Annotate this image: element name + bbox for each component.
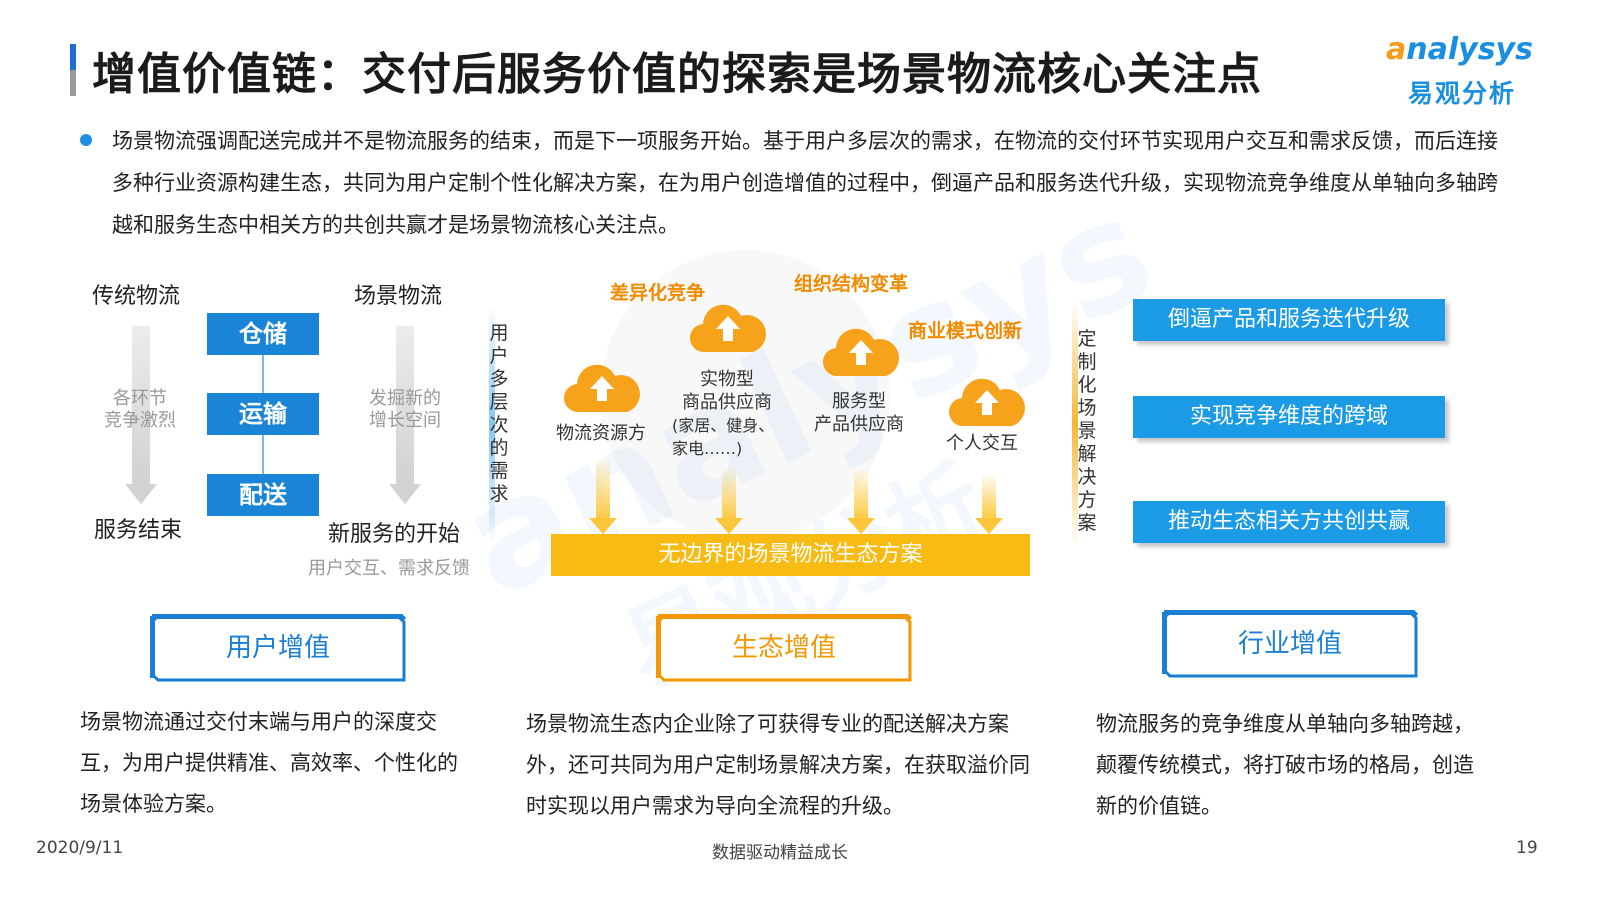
traditional-arrow-shaft [132,326,150,484]
goal-cross-domain: 实现竞争维度的跨域 [1133,396,1445,438]
page-title: 增值价值链：交付后服务价值的探索是场景物流核心关注点 [92,49,1262,100]
user-needs-bar [489,305,495,545]
node-physical-supplier: 实物型 商品供应商 (家居、健身、 家电……) [672,369,775,458]
scene-note: 发掘新的 增长空间 [369,388,441,431]
title-accent-bar-gray [70,70,76,96]
stage-warehouse: 仓储 [207,313,319,355]
yellow-arrow-shaft [722,470,736,518]
tab-ecosystem-value: 生态增值 [656,614,912,682]
yellow-arrow-shaft [982,476,996,518]
yellow-arrow-down-icon [589,518,617,534]
user-value-description: 场景物流通过交付末端与用户的深度交互，为用户提供精准、高效率、个性化的场景体验方… [80,710,458,816]
scene-sub-label: 用户交互、需求反馈 [308,558,470,579]
footer-slogan: 数据驱动精益成长 [712,843,848,863]
scene-arrow-shaft [396,326,414,484]
traditional-note: 各环节 竞争激烈 [104,388,176,431]
scene-end-label: 新服务的开始 [328,522,461,547]
yellow-arrow-down-icon [847,518,875,534]
footer-date: 2020/9/11 [36,838,124,858]
label-business-model: 商业模式创新 [908,320,1023,342]
yellow-arrow-shaft [854,470,868,518]
yellow-arrow-down-icon [975,518,1003,534]
node-service-supplier: 服务型 产品供应商 [814,391,904,435]
label-differentiation: 差异化竞争 [610,282,706,304]
cloud-upload-icon [948,376,1026,428]
footer-page-number: 19 [1516,838,1538,858]
stage-transport: 运输 [207,393,319,435]
scene-logistics-heading: 场景物流 [354,284,443,309]
label-org-change: 组织结构变革 [794,273,909,295]
intro-paragraph: 场景物流强调配送完成并不是物流服务的结束，而是下一项服务开始。基于用户多层次的需… [112,129,1498,237]
analysys-logo: analysys 易观分析 [1386,32,1546,108]
traditional-end-label: 服务结束 [94,518,183,543]
traditional-arrow-down-icon [125,484,157,504]
industry-value-description: 物流服务的竞争维度从单轴向多轴跨越，颠覆传统模式，将打破市场的格局，创造新的价值… [1096,712,1474,818]
goal-co-creation: 推动生态相关方共创共赢 [1133,501,1445,543]
cloud-upload-icon [822,326,900,378]
bullet-dot-icon [80,134,92,146]
tab-industry-value: 行业增值 [1162,610,1418,678]
logo-en: analysys [1386,32,1533,67]
tab-user-value: 用户增值 [150,614,406,682]
logo-cn: 易观分析 [1408,79,1517,108]
ecosystem-value-description: 场景物流生态内企业除了可获得专业的配送解决方案外，还可共同为用户定制场景解决方案… [526,712,1030,818]
cloud-upload-icon [563,362,641,414]
yellow-arrow-down-icon [715,518,743,534]
goal-product-iteration: 倒逼产品和服务迭代升级 [1133,299,1445,341]
user-needs-side-label: 用户多层次的需求 [489,322,509,505]
stage-delivery: 配送 [207,474,319,516]
ecosystem-solution-bar: 无边界的场景物流生态方案 [551,534,1030,576]
node-logistics-resource: 物流资源方 [556,423,646,444]
customized-solution-bar [1072,300,1078,546]
scene-arrow-down-icon [389,484,421,504]
customized-solution-side-label: 定制化场景解决方案 [1077,328,1097,534]
yellow-arrow-shaft [596,460,610,518]
node-personal-interaction: 个人交互 [946,433,1018,454]
traditional-logistics-heading: 传统物流 [92,284,181,309]
cloud-upload-icon [689,302,767,354]
